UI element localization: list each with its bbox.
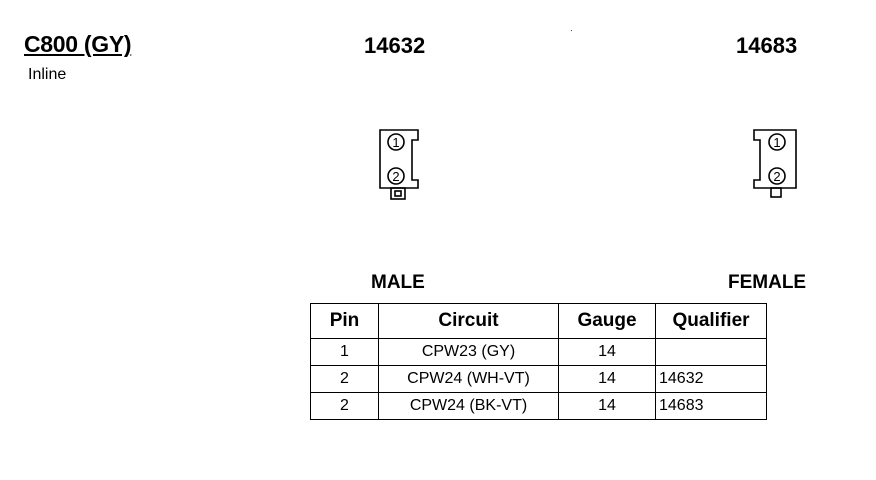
part-number-female: 14683: [736, 33, 798, 58]
cell-gauge: 14: [558, 392, 656, 420]
header-qualifier: Qualifier: [655, 303, 767, 339]
header-gauge: Gauge: [558, 303, 656, 339]
female-connector-diagram: 1 2: [753, 129, 797, 198]
female-pin-2-label: 2: [773, 169, 780, 184]
header-pin: Pin: [310, 303, 379, 339]
part-number-male: 14632: [364, 33, 426, 58]
female-pin-2-circle: [768, 167, 786, 185]
table-row: 2 CPW24 (BK-VT) 14 14683: [310, 392, 767, 420]
table-row: 2 CPW24 (WH-VT) 14 14632: [310, 365, 767, 393]
cell-circuit: CPW23 (GY): [378, 338, 559, 366]
female-latch: [770, 187, 782, 198]
cell-qualifier: 14683: [655, 392, 767, 420]
cell-pin: 2: [310, 365, 379, 393]
female-connector-body: [753, 129, 797, 189]
male-pin-2-label: 2: [392, 169, 399, 184]
table-row: 1 CPW23 (GY) 14: [310, 338, 767, 366]
male-label: MALE: [371, 272, 425, 293]
table-header-row: Pin Circuit Gauge Qualifier: [310, 303, 767, 339]
cell-pin: 1: [310, 338, 379, 366]
male-latch: [390, 187, 406, 200]
connector-type: Inline: [28, 66, 67, 83]
speck: [571, 30, 572, 31]
male-connector-diagram: 1 2: [379, 129, 419, 200]
male-pin-2-circle: [387, 167, 405, 185]
header-circuit: Circuit: [378, 303, 559, 339]
connector-id: C800 (GY): [24, 31, 132, 57]
cell-qualifier: [655, 338, 767, 366]
cell-circuit: CPW24 (BK-VT): [378, 392, 559, 420]
male-latch-inner: [394, 190, 402, 197]
male-pin-1-label: 1: [392, 135, 399, 150]
cell-gauge: 14: [558, 365, 656, 393]
cell-gauge: 14: [558, 338, 656, 366]
cell-circuit: CPW24 (WH-VT): [378, 365, 559, 393]
female-label: FEMALE: [728, 272, 807, 293]
female-pin-1-label: 1: [773, 135, 780, 150]
cell-pin: 2: [310, 392, 379, 420]
pin-table: Pin Circuit Gauge Qualifier 1 CPW23 (GY)…: [310, 303, 767, 420]
cell-qualifier: 14632: [655, 365, 767, 393]
male-pin-1-circle: [387, 133, 405, 151]
female-pin-1-circle: [768, 133, 786, 151]
